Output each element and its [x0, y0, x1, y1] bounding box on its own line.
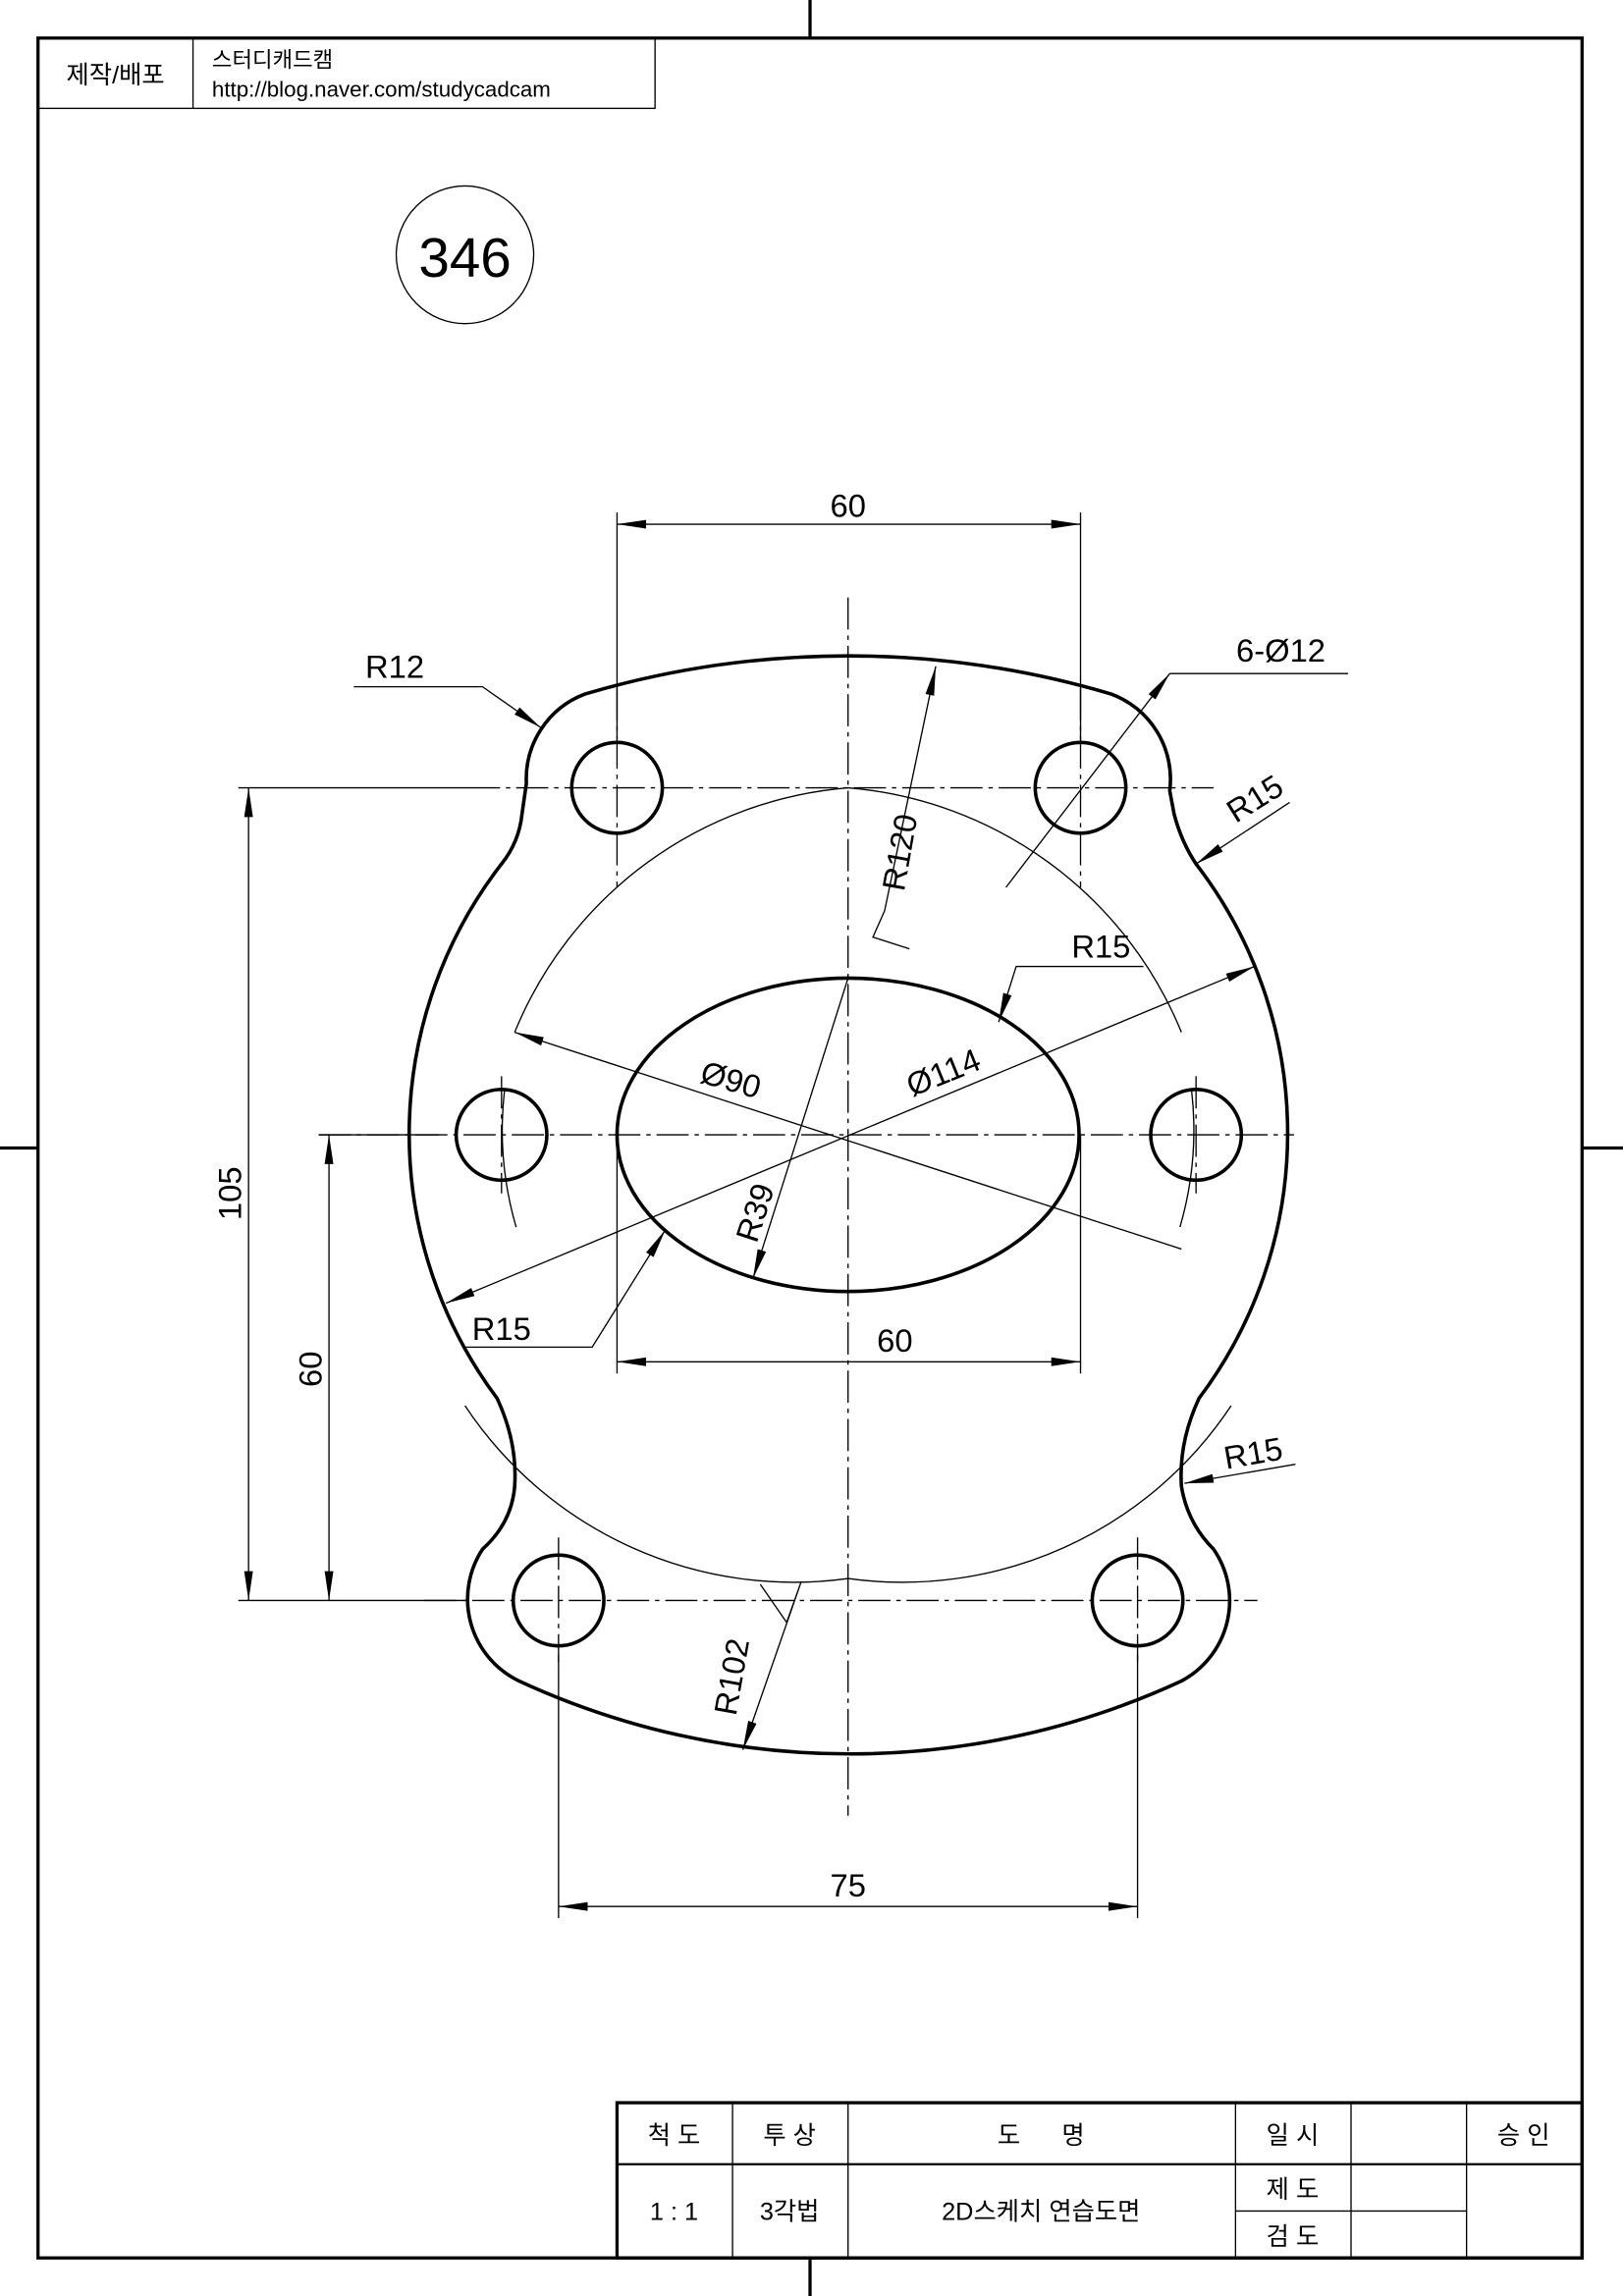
dim-holes: 6-Ø12 — [1236, 632, 1325, 668]
checked-label: 검 도 — [1267, 2223, 1320, 2251]
dim-r12: R12 — [365, 649, 424, 685]
header-url[interactable]: http://blog.naver.com/studycadcam — [212, 77, 551, 101]
projection-label: 투 상 — [763, 2122, 816, 2150]
drawing-border — [36, 36, 1584, 2260]
dim-r15-mid: R15 — [1071, 929, 1130, 965]
name-label: 도 명 — [998, 2122, 1085, 2150]
header-author: 스터디캐드캠 — [212, 48, 333, 73]
hole — [569, 740, 665, 835]
scale-label: 척 도 — [648, 2122, 701, 2150]
date-label: 일 시 — [1267, 2122, 1320, 2150]
header-label: 제작/배포 — [67, 62, 165, 89]
drawing-name: 2D스케치 연습도면 — [942, 2198, 1140, 2225]
dim-r120: R120 — [875, 811, 924, 893]
header-box: 제작/배포 스터디캐드캠 http://blog.naver.com/study… — [37, 37, 656, 110]
drawing-number-circle — [395, 185, 535, 325]
dim-r15-lower-left: R15 — [472, 1310, 531, 1347]
scale-value: 1 : 1 — [650, 2198, 698, 2225]
dim-r15-lower-right: R15 — [1221, 1430, 1286, 1476]
centerlines — [318, 597, 1294, 1816]
bolt-holes — [454, 740, 1244, 1648]
dim-r102: R102 — [707, 1635, 756, 1718]
dim-d90: Ø90 — [697, 1053, 766, 1105]
dim-bottom-width: 75 — [831, 1867, 866, 1903]
dim-height-105: 105 — [212, 1166, 248, 1220]
hole — [1033, 740, 1128, 835]
dim-top-width: 60 — [831, 488, 866, 524]
hole — [1090, 1553, 1185, 1648]
hole — [511, 1553, 606, 1648]
dim-height-60: 60 — [293, 1352, 329, 1387]
outer-profile — [406, 654, 1290, 1756]
projection-value: 3각법 — [760, 2198, 820, 2225]
dim-inner-width: 60 — [877, 1322, 912, 1359]
dimension-lines — [238, 512, 1349, 1919]
dim-r15-top-right: R15 — [1220, 768, 1290, 829]
drawing-number: 346 — [418, 228, 511, 290]
drafted-label: 제 도 — [1267, 2176, 1320, 2204]
dim-r39: R39 — [729, 1179, 782, 1247]
approval-label: 승 인 — [1497, 2122, 1550, 2150]
dim-d114: Ø114 — [901, 1041, 986, 1103]
title-block: 척 도 투 상 도 명 일 시 승 인 1 : 1 3각법 2D스케치 연습도면… — [615, 2101, 1584, 2260]
